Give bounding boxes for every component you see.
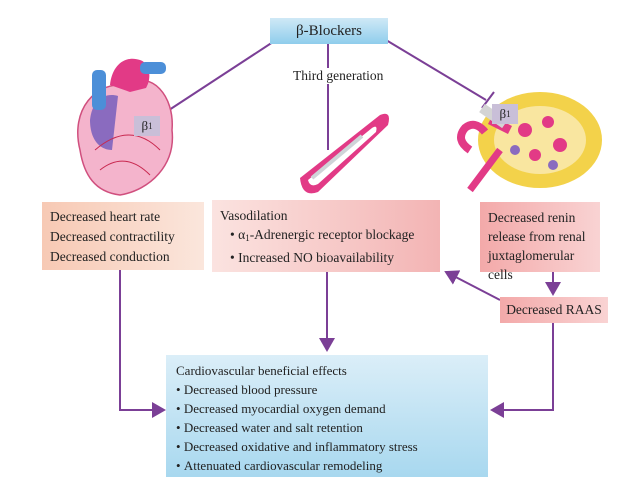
- cardiac-effect-item: Decreased conduction: [50, 249, 170, 264]
- beneficial-effect-item: Decreased myocardial oxygen demand: [176, 399, 478, 418]
- beneficial-effect-item: Attenuated cardiovascular remodeling: [176, 456, 478, 475]
- cardiac-effect-item: Decreased heart rate: [50, 209, 161, 224]
- beta1-subscript: 1: [506, 109, 511, 119]
- vasodilation-title: Vasodilation: [220, 208, 288, 223]
- beta-blockers-label: β-Blockers: [296, 22, 362, 39]
- third-generation-label: Third generation: [290, 68, 387, 84]
- vasodilation-box: Vasodilation α1-Adrenergic receptor bloc…: [212, 200, 440, 272]
- arrow-raas-to-mid: [444, 270, 501, 301]
- beneficial-effects-box: Cardiovascular beneficial effects Decrea…: [166, 355, 488, 477]
- beneficial-effect-item: Decreased water and salt retention: [176, 418, 478, 437]
- arrow-raas-to-bottom: [490, 323, 554, 418]
- renin-line: release from renal: [488, 229, 586, 244]
- raas-label: Decreased RAAS: [506, 302, 602, 317]
- vasodilation-item: α1-Adrenergic receptor blockage: [220, 225, 432, 248]
- heart-icon: [77, 58, 174, 196]
- renin-box: Decreased renin release from renal juxta…: [480, 202, 600, 282]
- vasodilation-item: Increased NO bioavailability: [220, 248, 432, 267]
- beneficial-effects-title: Cardiovascular beneficial effects: [176, 363, 347, 378]
- alpha-subscript: 1: [245, 233, 250, 243]
- cardiac-effect-item: Decreased contractility: [50, 229, 175, 244]
- beta1-symbol: β: [141, 118, 149, 133]
- beta-blockers-box: β-Blockers: [270, 18, 388, 44]
- alpha-symbol: α: [238, 227, 246, 242]
- alpha-blockage-text: -Adrenergic receptor blockage: [249, 227, 415, 242]
- renin-line: juxtaglomerular cells: [488, 248, 575, 282]
- raas-box: Decreased RAAS: [500, 297, 608, 323]
- arrow-left-to-bottom: [119, 270, 166, 418]
- beneficial-effect-item: Decreased oxidative and inflammatory str…: [176, 437, 478, 456]
- blocker-line-heart: [165, 39, 277, 113]
- beneficial-effect-item: Decreased blood pressure: [176, 380, 478, 399]
- beta1-subscript: 1: [148, 121, 153, 131]
- blocker-line-kidney: [385, 39, 487, 101]
- beta1-symbol: β: [499, 106, 507, 121]
- cardiac-effects-box: Decreased heart rate Decreased contracti…: [42, 202, 204, 270]
- blood-vessel-icon: [300, 113, 389, 194]
- renin-line: Decreased renin: [488, 210, 576, 225]
